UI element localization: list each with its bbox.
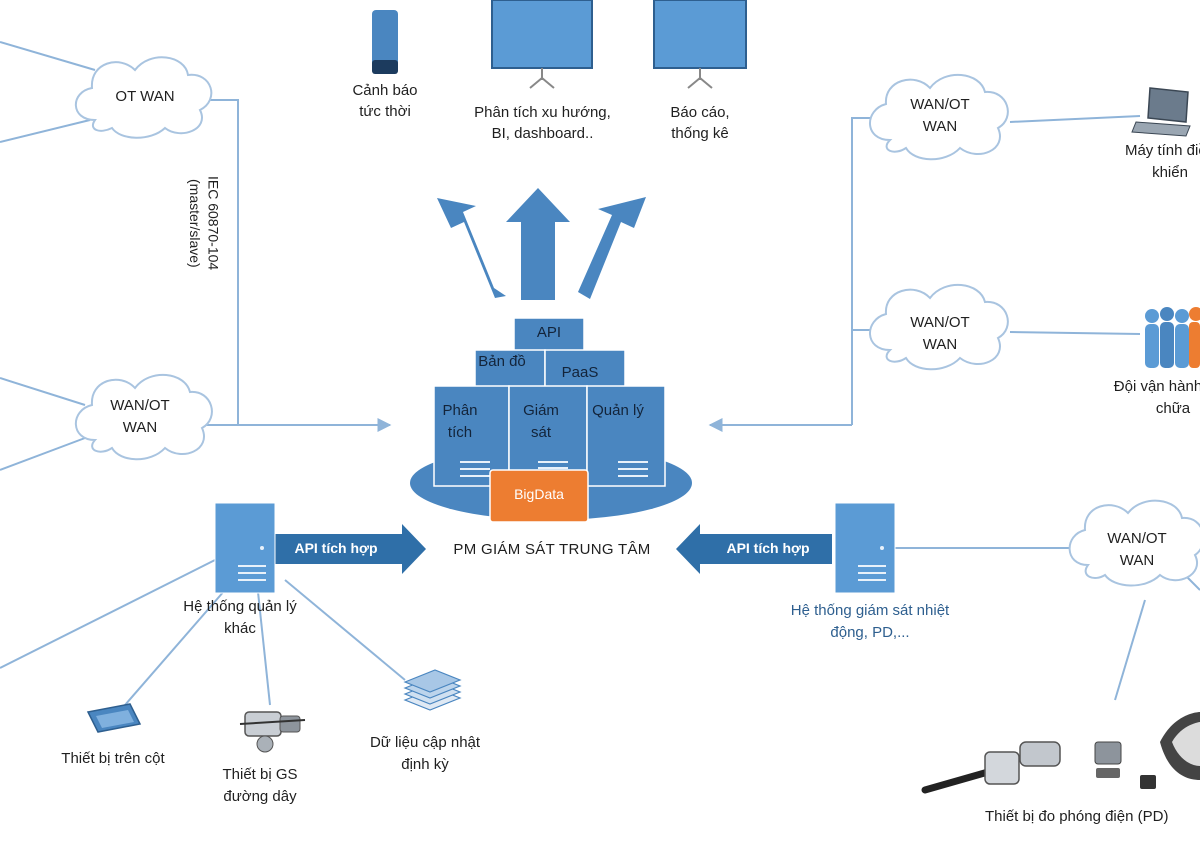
control-pc-label: Máy tính điều khiển <box>1124 142 1200 181</box>
cloud-wan-right-bottom-label: WAN/OT WAN <box>1107 530 1167 569</box>
api-arrow-left <box>275 524 426 574</box>
cloud-wan-right-mid-label: WAN/OT WAN <box>910 314 970 353</box>
server-other-management-icon <box>214 502 276 594</box>
pole-device-icon <box>86 703 142 733</box>
up-arrow-right <box>578 197 646 299</box>
protocol-line2: (master/slave) <box>187 178 204 268</box>
module-monitor-label: Giám sát <box>523 402 559 441</box>
link-pd <box>1114 599 1146 701</box>
api-arrow-right <box>676 524 832 574</box>
periodic-data-label: Dữ liệu cập nhật định kỳ <box>369 734 481 773</box>
people-icon <box>1145 307 1200 368</box>
other-management-label: Hệ thống quản lý khác <box>183 598 297 637</box>
alert-label: Cảnh báo tức thời <box>352 82 418 120</box>
cloud-wan-left <box>74 373 213 461</box>
report-label: Báo cáo, thống kê <box>670 104 730 142</box>
module-paas <box>544 349 626 393</box>
report-screen-icon <box>653 0 747 89</box>
line-monitor-label: Thiết bị GS đường dây <box>222 766 298 805</box>
trend-label: Phân tích xu hướng, BI, dashboard.. <box>474 104 611 142</box>
link-team <box>1009 331 1141 335</box>
protocol-label: IEC 60870-104 (master/slave) <box>186 158 222 288</box>
module-api <box>513 317 585 355</box>
link-line-monitor <box>257 591 271 706</box>
output-arrows <box>437 188 646 300</box>
link-ot-wan-a <box>0 41 96 71</box>
cloud-wan-right-bottom <box>1068 499 1200 587</box>
pd-devices-icon <box>921 712 1200 794</box>
protocol-line1: IEC 60870-104 <box>205 175 222 271</box>
cloud-wan-right-top <box>869 73 1009 161</box>
link-wan-left-a <box>0 377 86 406</box>
line-monitor-icon <box>239 711 306 753</box>
link-ot-wan-down <box>205 99 239 425</box>
module-api-label: API <box>536 324 562 341</box>
data-stack-icon <box>403 669 462 711</box>
module-bigdata-label: BigData <box>514 486 564 502</box>
cloud-ot-wan-label: OT WAN <box>115 88 175 105</box>
pd-meter-label: Thiết bị đo phóng điện (PD) <box>985 808 1169 825</box>
link-wan-right-top <box>851 117 890 425</box>
cloud-wan-left-label: WAN/OT WAN <box>110 397 170 436</box>
link-mgmt-left <box>0 559 216 669</box>
server-thermal-icon <box>834 502 896 594</box>
link-ot-wan-b <box>0 119 91 143</box>
link-periodic <box>284 579 406 681</box>
laptop-icon <box>1131 87 1191 137</box>
link-pc <box>1009 115 1141 123</box>
cloud-ot-wan <box>74 56 213 139</box>
module-manage-label: Quản lý <box>592 402 644 419</box>
module-stripes <box>460 461 648 477</box>
module-map-label: Bản đồ <box>478 353 526 370</box>
center-title: PM GIÁM SÁT TRUNG TÂM <box>453 541 651 558</box>
pole-device-label: Thiết bị trên cột <box>61 750 165 767</box>
alert-device-icon <box>372 10 398 74</box>
cloud-wan-right-top-label: WAN/OT WAN <box>910 96 970 135</box>
repair-team-label: Đội vận hành sửa chữa <box>1113 378 1200 417</box>
api-left-label: API tích hợp <box>294 540 378 556</box>
link-pole <box>124 589 226 706</box>
module-bigdata <box>489 469 589 523</box>
module-paas-label: PaaS <box>561 364 599 381</box>
trend-screen-icon <box>491 0 593 89</box>
api-right-label: API tích hợp <box>726 540 810 556</box>
cloud-wan-right-mid <box>869 283 1009 371</box>
link-wan-left-b <box>0 437 86 471</box>
up-arrow-left <box>437 198 506 298</box>
up-arrow-center <box>506 188 570 300</box>
module-analysis-label: Phân tích <box>442 402 478 441</box>
thermal-monitoring-label: Hệ thống giám sát nhiệt động, PD,... <box>790 602 950 641</box>
